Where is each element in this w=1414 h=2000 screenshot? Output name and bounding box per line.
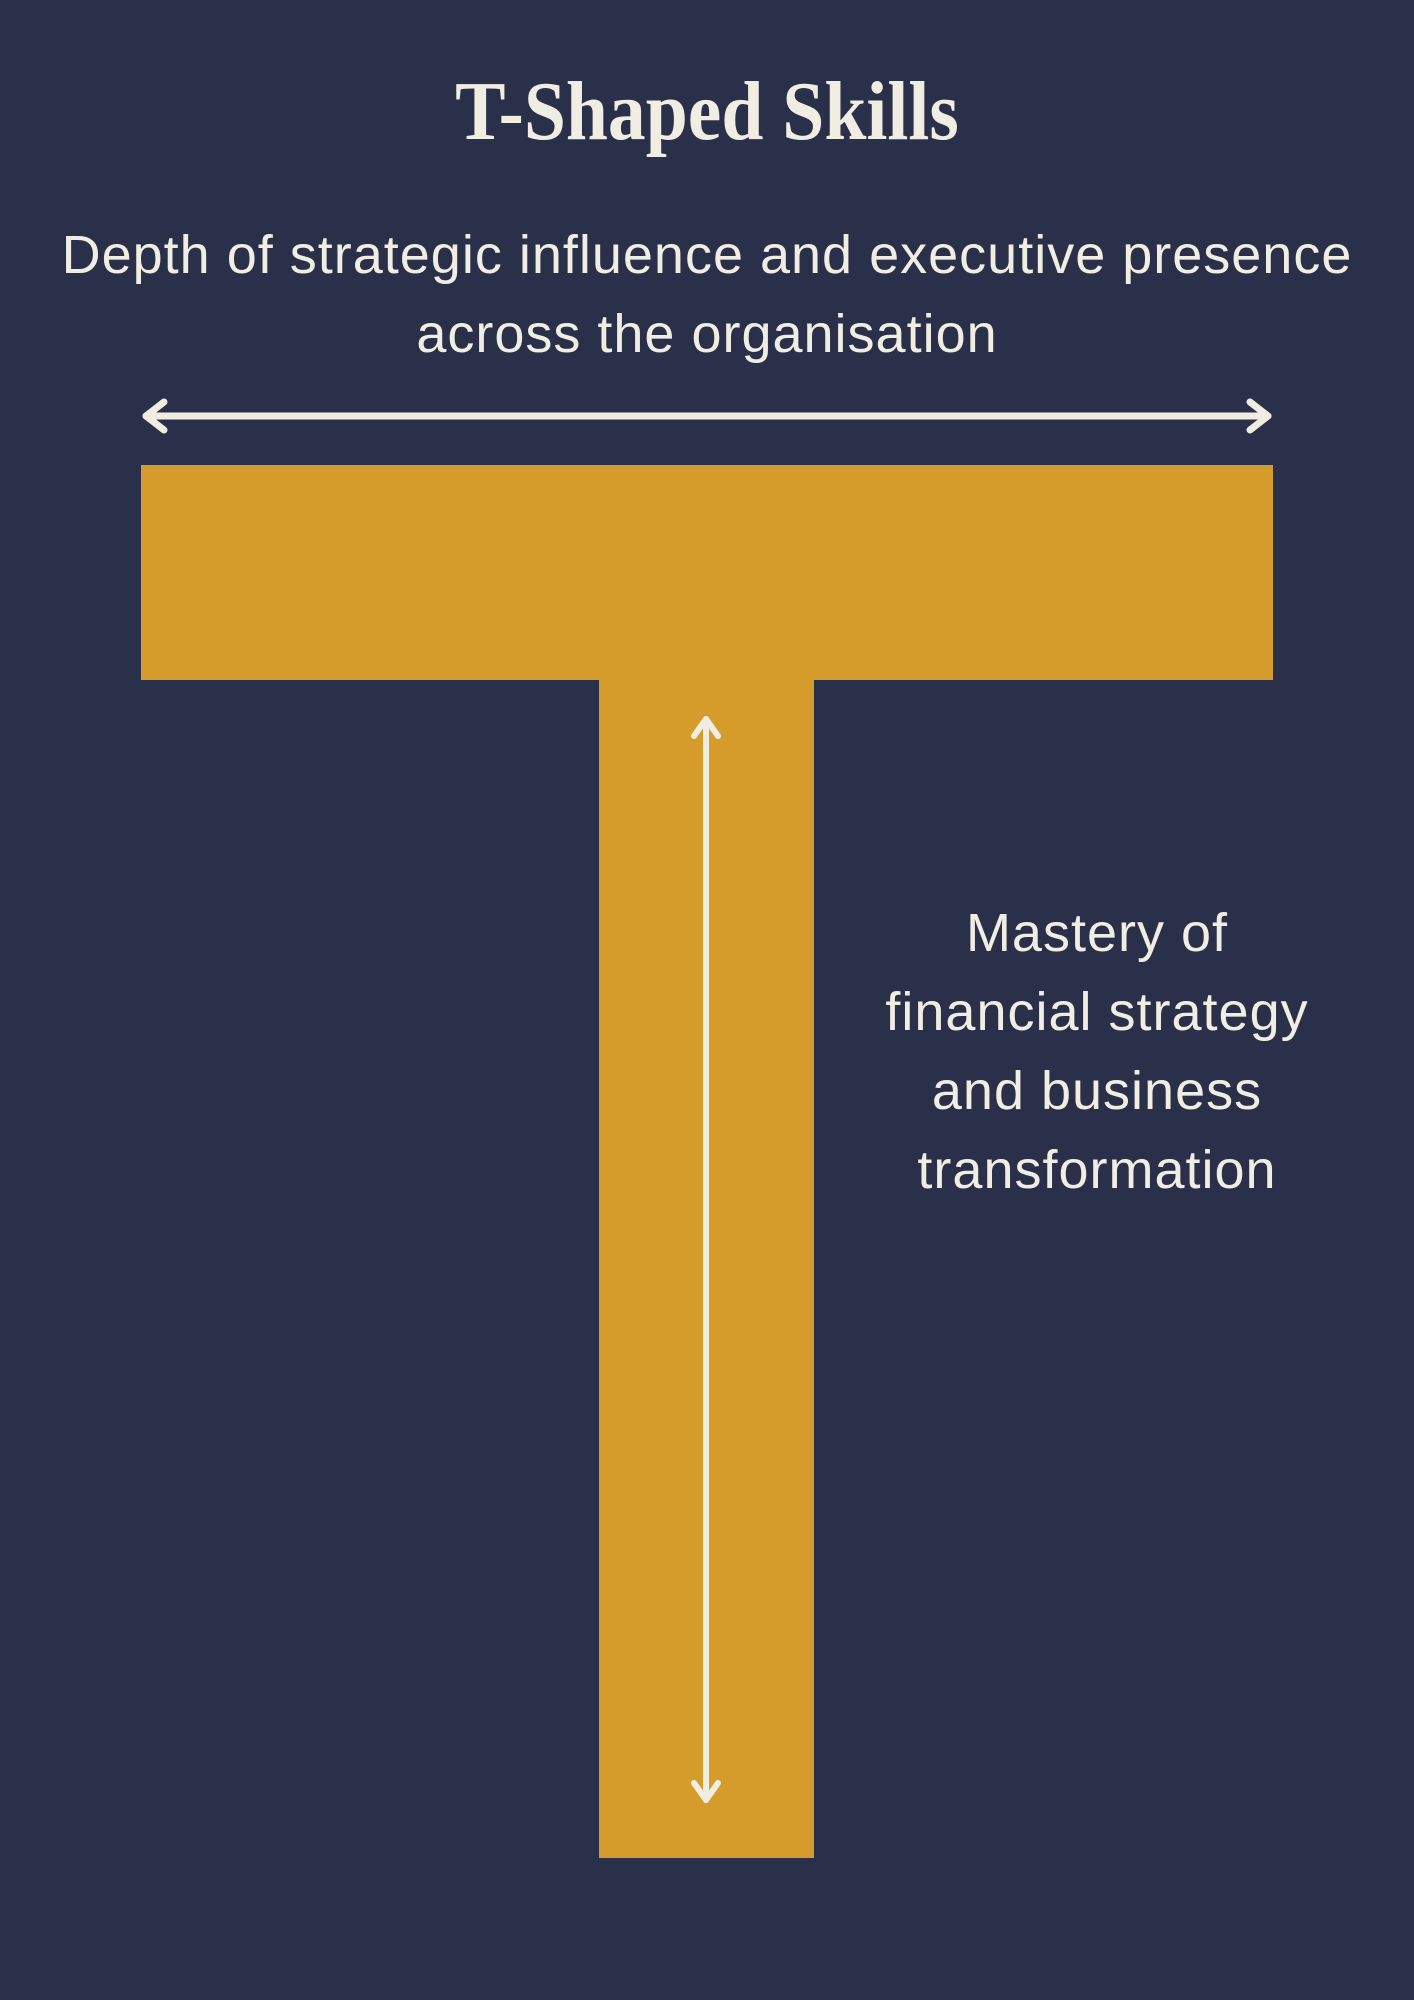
depth-label: Mastery of financial strategy and busine… (885, 903, 1309, 1200)
page-title: T-Shaped Skills (455, 65, 959, 158)
horizontal-double-arrow-icon (142, 398, 1272, 434)
breadth-label: Depth of strategic influence and executi… (61, 225, 1353, 364)
vertical-double-arrow-icon (691, 716, 721, 1803)
t-crossbar (141, 465, 1273, 680)
